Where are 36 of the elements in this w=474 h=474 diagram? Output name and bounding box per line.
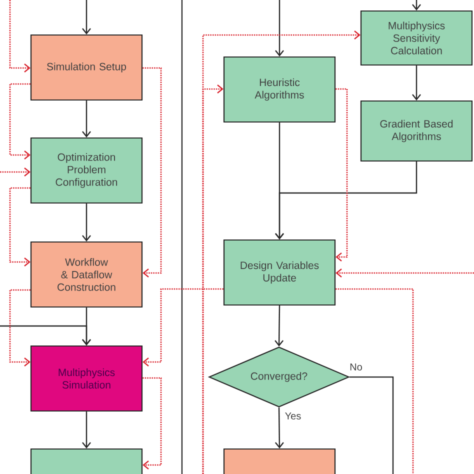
- process-box: Multiphysics Sensitivity Calculation: [360, 10, 473, 66]
- connector-line: [336, 288, 414, 474]
- arrow: [275, 0, 284, 56]
- process-box: Optimization Problem Configuration: [30, 137, 143, 204]
- arrow: [9, 187, 30, 266]
- arrow: [82, 412, 91, 448]
- process-box: Workflow & Dataflow Construction: [30, 241, 143, 308]
- edge-label: Yes: [284, 412, 302, 420]
- arrow: [82, 0, 91, 34]
- arrow: [9, 0, 30, 72]
- arrow: [274, 306, 284, 346]
- arrow: [274, 408, 284, 448]
- arrow: [336, 268, 474, 278]
- process-box: Gradient Based Algorithms: [360, 100, 473, 162]
- arrow: [0, 325, 91, 346]
- connector-line: [350, 376, 394, 474]
- process-box: [223, 448, 336, 474]
- arrow: [142, 377, 162, 470]
- arrow: [202, 84, 224, 474]
- arrow: [82, 100, 91, 138]
- edge-label: No: [348, 362, 364, 372]
- arrow: [142, 67, 162, 278]
- arrow: [275, 162, 418, 240]
- process-box: Multiphysics Simulation: [30, 345, 143, 412]
- arrow: [412, 66, 421, 100]
- arrow: [9, 83, 30, 160]
- process-box: Design Variables Update: [223, 239, 336, 306]
- arrow: [142, 288, 224, 366]
- process-box: Simulation Setup: [30, 34, 143, 101]
- arrow: [9, 289, 30, 366]
- arrow: [336, 88, 348, 262]
- process-box: [30, 448, 143, 474]
- process-box: Heuristic Algorithms: [223, 56, 336, 123]
- arrow: [82, 204, 91, 242]
- arrow: [0, 168, 30, 176]
- arrow: [412, 0, 421, 10]
